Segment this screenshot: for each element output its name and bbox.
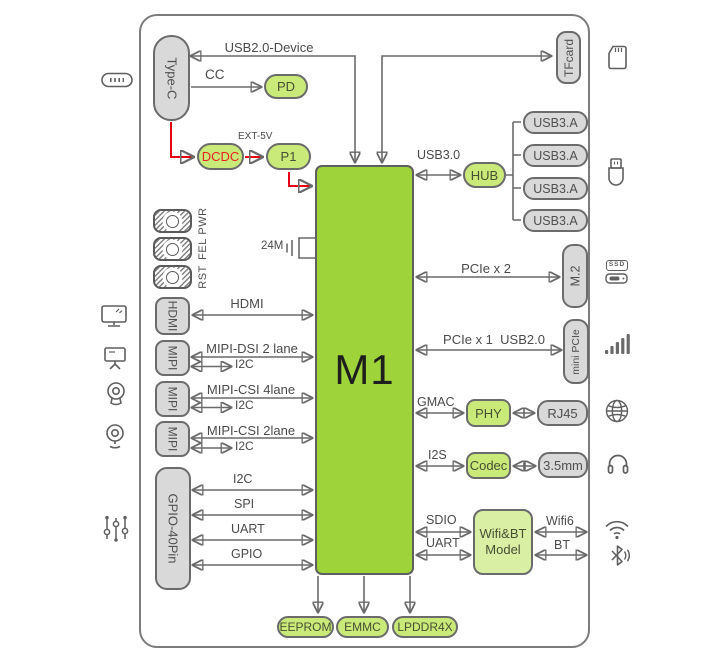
- webcam-icon: [104, 381, 128, 408]
- rst-button: [153, 265, 192, 289]
- xtal-symbol: [286, 237, 315, 259]
- dcdc-block: DCDC: [197, 143, 244, 170]
- p1-block: P1: [266, 143, 311, 170]
- typec-port-box: Type-C: [153, 35, 190, 121]
- usb3a-port-2: USB3.A: [523, 144, 588, 167]
- usb3a-port-1: USB3.A: [523, 111, 588, 134]
- gpio-header-box: GPIO-40Pin: [155, 467, 191, 590]
- i2c-label-3: I2C: [235, 439, 254, 453]
- usb3a-port-3: USB3.A: [523, 177, 588, 200]
- i2c-label-1: I2C: [235, 357, 254, 371]
- ext5v-label: EXT-5V: [238, 131, 273, 142]
- phy-block: PHY: [466, 399, 511, 427]
- tfcard-box: TFcard: [556, 31, 581, 84]
- rj45-box: RJ45: [537, 400, 588, 426]
- pwr-button-core: [166, 214, 179, 228]
- dsi-bus-label: MIPI-DSI 2 lane: [206, 341, 298, 356]
- pcie1-bus-label: PCIe x 1 USB2.0: [443, 332, 545, 347]
- board-display-icon: [102, 346, 128, 372]
- signal-bars-icon: [603, 330, 631, 356]
- csi4-bus-label: MIPI-CSI 4lane: [206, 382, 296, 397]
- i2s-label: I2S: [428, 448, 447, 462]
- hub-block: HUB: [463, 162, 506, 188]
- wifi-bt-module: Wifi&BT Model: [473, 509, 533, 575]
- webcam-icon-2: [103, 423, 127, 451]
- mipi-csi2-box: MIPI: [155, 421, 190, 457]
- m2-slot-box: M.2: [562, 244, 588, 308]
- i2c-label-2: I2C: [235, 398, 254, 412]
- pwr-button: [153, 209, 192, 233]
- usb-stick-icon: [605, 157, 627, 187]
- chip-m1: M1: [315, 165, 414, 575]
- usb2-device-wire: [191, 56, 355, 162]
- mipi-csi4-box: MIPI: [155, 381, 190, 417]
- rst-button-label: RST: [197, 265, 209, 289]
- ssd-icon: SSD: [604, 260, 630, 285]
- wifi6-label: Wifi6: [546, 514, 574, 528]
- gpio-i2c-label: I2C: [233, 472, 253, 486]
- usb3-bus-label: USB3.0: [417, 148, 461, 162]
- fel-button-core: [166, 242, 179, 256]
- xtal-label: 24M: [261, 240, 284, 252]
- pwr-button-label: PWR: [197, 207, 209, 235]
- power-wire-typec-dcdc: [170, 122, 193, 157]
- pcie2-bus-label: PCIe x 2: [461, 261, 511, 276]
- ssd-icon-label: SSD: [605, 260, 629, 271]
- usb2-device-label: USB2.0-Device: [224, 40, 314, 55]
- globe-icon: [604, 398, 630, 424]
- hdmi-bus-label: HDMI: [230, 296, 264, 311]
- mini-pcie-slot-box: mini PCIe: [563, 319, 589, 384]
- lpddr4x-block: LPDDR4X: [392, 616, 458, 638]
- emmc-block: EMMC: [336, 616, 389, 638]
- pd-block: PD: [264, 74, 308, 99]
- power-wire-p1-chip: [288, 172, 311, 186]
- sdio-label: SDIO: [426, 513, 457, 527]
- sliders-icon: [103, 515, 129, 542]
- typec-port-icon: [100, 70, 134, 90]
- bt-label: BT: [554, 538, 570, 552]
- hub-tree: [506, 121, 521, 221]
- monitor-icon: [100, 304, 128, 329]
- hdmi-box: HDMI: [155, 297, 190, 335]
- fel-button-label: FEL: [197, 238, 209, 260]
- chip-label: M1: [334, 346, 395, 393]
- gpio-uart-label: UART: [231, 522, 265, 536]
- codec-block: Codec: [466, 452, 511, 479]
- gmac-label: GMAC: [417, 395, 455, 409]
- rst-button-core: [166, 270, 179, 284]
- sd-card-icon: [606, 44, 629, 71]
- mipi-dsi-box: MIPI: [155, 340, 190, 376]
- tfcard-wire: [382, 56, 551, 162]
- gpio-spi-label: SPI: [234, 497, 255, 511]
- uart-wifi-label: UART: [426, 536, 460, 550]
- audio-jack-box: 3.5mm: [538, 452, 588, 478]
- wifi-icon: [603, 517, 631, 541]
- gpio-gpio-label: GPIO: [231, 547, 263, 561]
- csi2-bus-label: MIPI-CSI 2lane: [206, 423, 296, 438]
- headphones-icon: [606, 451, 630, 476]
- fel-button: [153, 237, 192, 261]
- usb3a-port-4: USB3.A: [523, 209, 588, 232]
- board-outline: [139, 14, 590, 648]
- cc-label: CC: [205, 67, 225, 82]
- eeprom-block: EEPROM: [277, 616, 334, 638]
- bluetooth-icon: [608, 543, 631, 568]
